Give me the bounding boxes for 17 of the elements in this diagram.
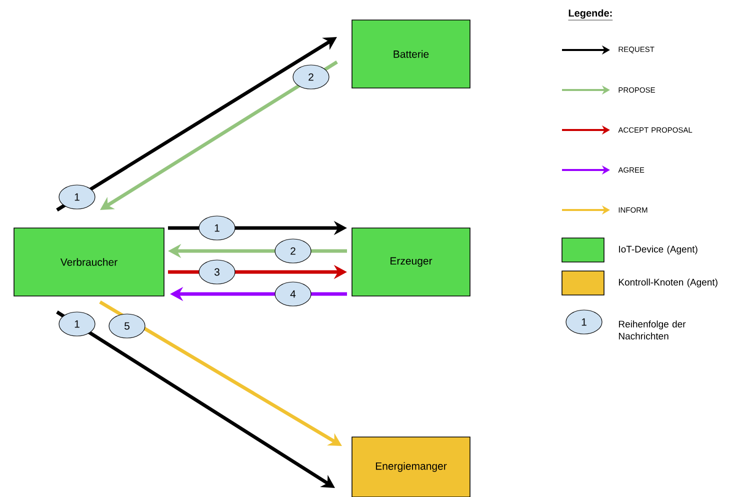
edge-label: 2 bbox=[274, 238, 312, 264]
legend-text: Kontroll-Knoten (Agent) bbox=[618, 278, 718, 288]
edge-label: 1 bbox=[198, 216, 236, 240]
edge-label: 1 bbox=[58, 312, 96, 336]
agent-box: Energiemanger bbox=[352, 436, 470, 497]
agent-box: Erzeuger bbox=[352, 228, 470, 296]
agent-box: Batterie bbox=[352, 20, 470, 88]
edge-label: 5 bbox=[108, 314, 146, 338]
edge-label: 3 bbox=[198, 260, 236, 284]
legend-text: Reihenfolge der Nachrichten bbox=[618, 320, 686, 340]
legend-badge: 1 bbox=[566, 310, 602, 334]
agent-box: Verbraucher bbox=[14, 228, 164, 296]
legend-title: Legende: bbox=[568, 9, 613, 20]
edge-label: 4 bbox=[274, 282, 312, 306]
legend-text: IoT-Device (Agent) bbox=[619, 246, 698, 254]
edge-label: 2 bbox=[292, 64, 330, 90]
edge-label: 1 bbox=[58, 184, 96, 210]
